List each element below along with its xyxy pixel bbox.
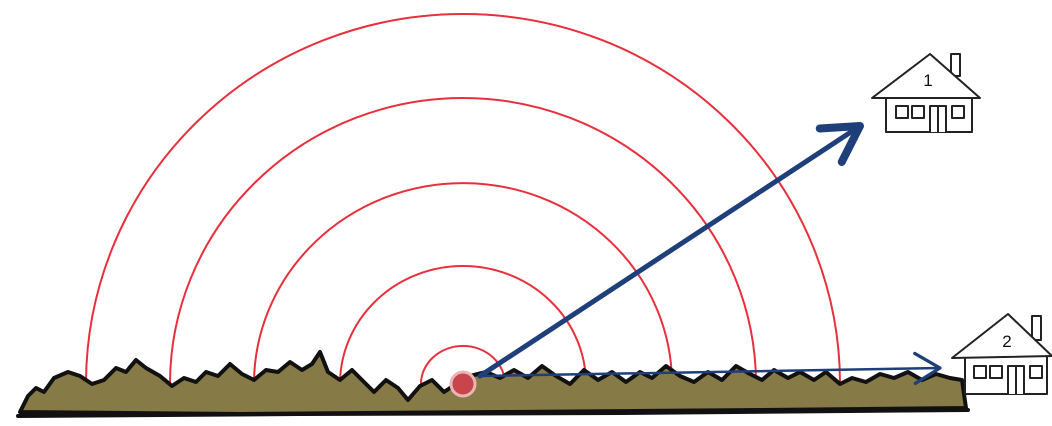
house-1-door [929,105,947,132]
ground-baseline [16,408,970,418]
house-1: 1 [871,53,981,133]
house-1-roof [871,53,981,99]
wave-ring-4 [169,97,757,385]
house-2: 2 [951,313,1052,395]
ground-terrain [18,350,968,416]
house-1-window-right [951,105,965,119]
house-2-window-mid [989,365,1003,379]
house-2-roof [951,313,1052,359]
wave-ring-1 [420,345,506,385]
house-2-window-right [1029,365,1043,379]
wave-ring-3 [253,182,673,385]
wave-ring-5 [85,13,841,385]
sound-source-dot [449,370,477,398]
house-2-chimney [1031,315,1042,341]
house-1-window-left [895,105,909,119]
house-1-label: 1 [923,71,932,90]
house-2-window-left [973,365,987,379]
wave-ring-2 [339,265,587,385]
sound-wave-rings [85,13,841,385]
house-2-door [1007,365,1025,394]
house-1-window-mid [911,105,925,119]
propagation-arrows [477,122,942,386]
ground [16,350,970,418]
house-2-label: 2 [1002,332,1011,351]
arrow-to-house-2 [480,351,942,386]
arrow-to-house-1 [477,122,864,379]
